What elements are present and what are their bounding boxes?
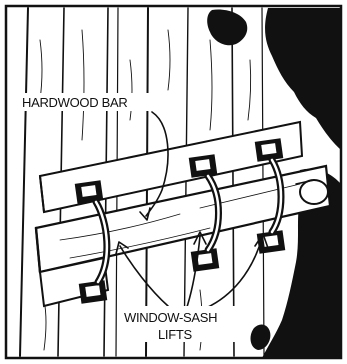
window-sash-label: WINDOW-SASH bbox=[124, 310, 217, 325]
lifts-label: LIFTS bbox=[158, 327, 193, 342]
hardwood-bar-label: HARDWOOD BAR bbox=[22, 95, 127, 110]
